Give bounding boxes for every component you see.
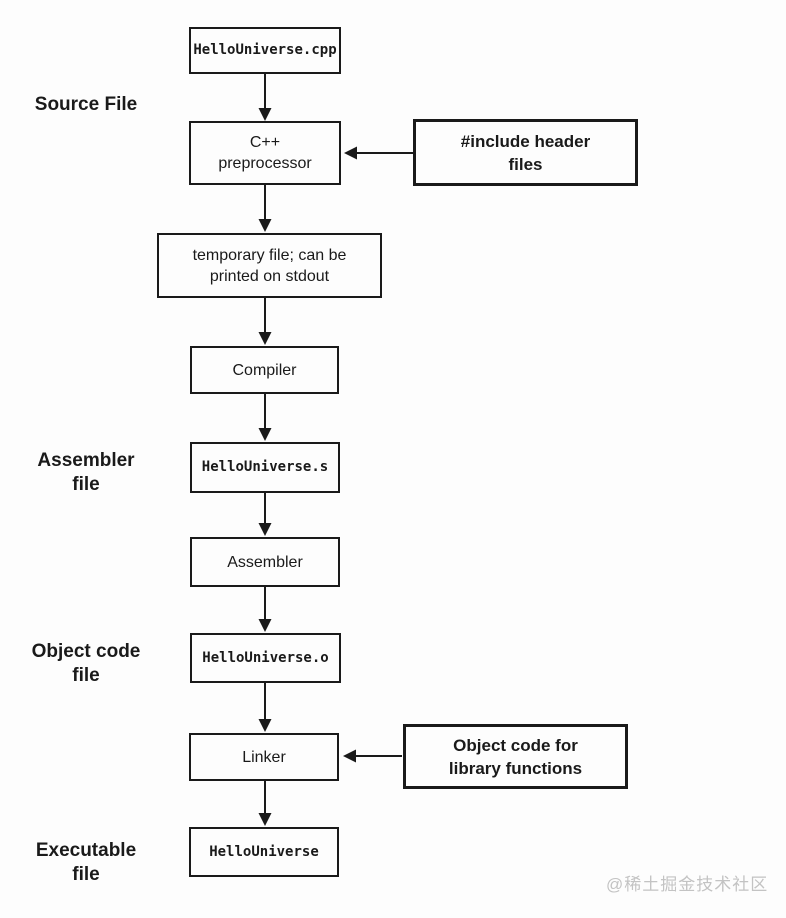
node-preprocessor: C++ preprocessor — [189, 121, 341, 185]
side-label-executable-file: Executable file — [35, 840, 137, 885]
node-assembly-file: HelloUniverse.s — [190, 442, 340, 493]
arrowhead-down-icon — [258, 523, 272, 536]
side-label-object-code-file: Object code file — [31, 641, 141, 686]
arrow-preprocessor-to-tempfile — [258, 185, 272, 232]
arrow-assembler-to-objectfile — [258, 587, 272, 632]
side-label-source-file: Source File — [34, 94, 138, 115]
node-assembler: Assembler — [190, 537, 340, 587]
arrowhead-down-icon — [258, 332, 272, 345]
node-executable: HelloUniverse — [189, 827, 339, 877]
arrow-compiler-to-assemblyfile — [258, 394, 272, 441]
node-object-file: HelloUniverse.o — [190, 633, 341, 683]
node-library-objects: Object code for library functions — [403, 724, 628, 789]
side-label-assembler-file: Assembler file — [37, 450, 135, 495]
arrow-libraryobjects-to-linker — [343, 749, 402, 763]
arrowhead-down-icon — [258, 813, 272, 826]
watermark-text: @稀土掘金技术社区 — [606, 875, 769, 894]
arrowhead-down-icon — [258, 108, 272, 121]
arrow-tempfile-to-compiler — [258, 298, 272, 345]
arrowhead-down-icon — [258, 428, 272, 441]
arrowhead-down-icon — [258, 619, 272, 632]
node-include-headers: #include header files — [413, 119, 638, 186]
node-temporary-file: temporary file; can be printed on stdout — [157, 233, 382, 298]
arrowhead-left-icon — [344, 146, 357, 160]
arrow-assemblyfile-to-assembler — [258, 493, 272, 536]
arrowhead-left-icon — [343, 749, 356, 763]
arrow-headers-to-preprocessor — [344, 146, 413, 160]
arrow-linker-to-executable — [258, 781, 272, 826]
arrow-objectfile-to-linker — [258, 683, 272, 732]
node-source-file: HelloUniverse.cpp — [189, 27, 341, 74]
arrow-source-to-preprocessor — [258, 74, 272, 121]
arrowhead-down-icon — [258, 719, 272, 732]
node-linker: Linker — [189, 733, 339, 781]
node-compiler: Compiler — [190, 346, 339, 394]
arrowhead-down-icon — [258, 219, 272, 232]
